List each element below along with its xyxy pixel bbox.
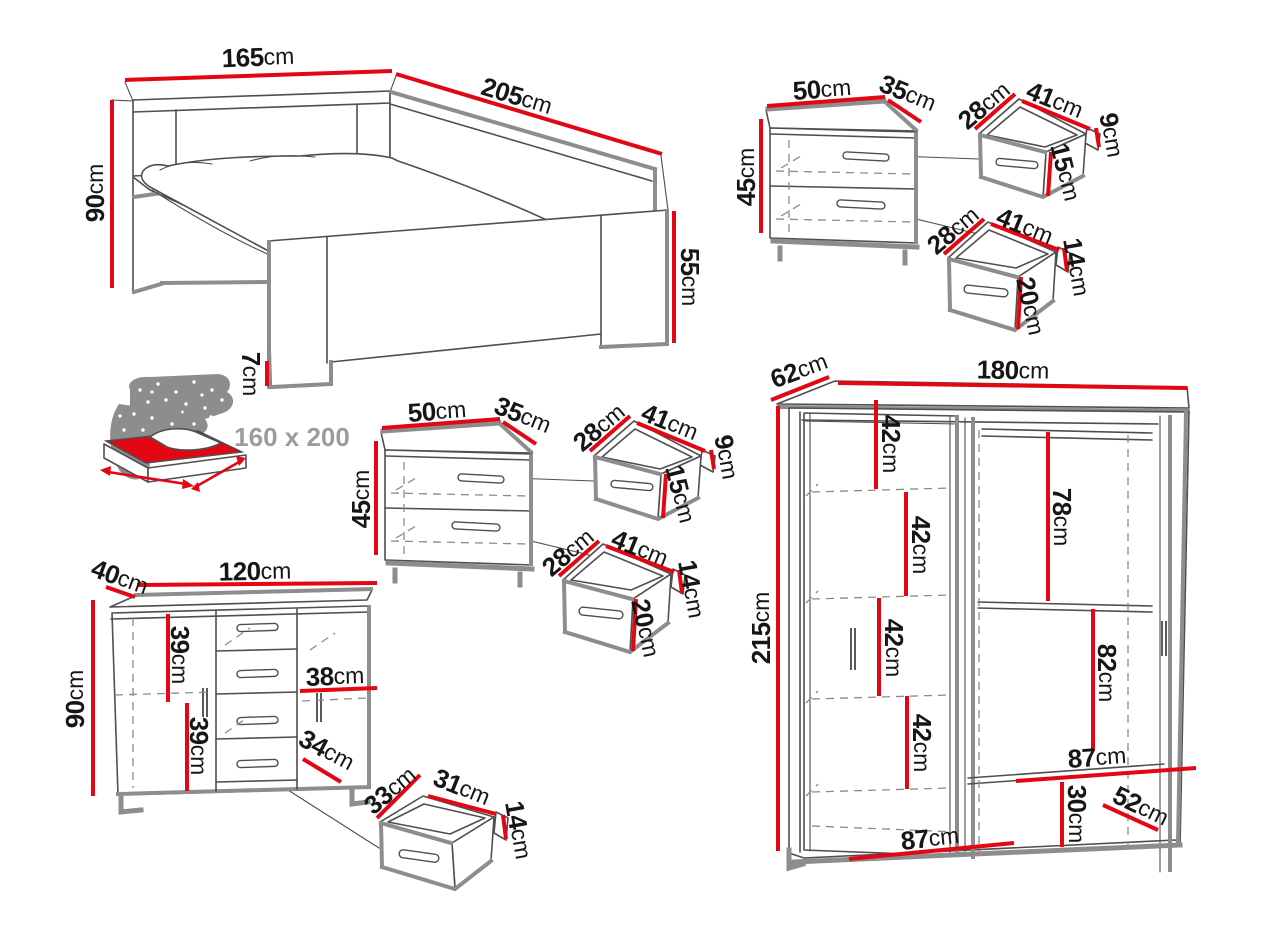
wardrobe-height-label: 215cm: [746, 592, 776, 665]
wardrobe-drawing: 62cm 180cm 215cm 42cm 42cm 42cm 42cm 78c…: [746, 348, 1197, 873]
bed-length-label: 205cm: [478, 71, 556, 121]
nightstand-b-width-label: 50cm: [407, 394, 468, 428]
mattress-size-label: 160 x 200: [234, 422, 350, 452]
nightstand-b-drawing: 50cm 35cm 45cm 28cm 41cm 9cm 15cm 28cm 4…: [346, 390, 745, 660]
wardrobe-shelf-3-label: 42cm: [879, 619, 909, 678]
nightstand-a-drawer-top-back-height-label: 9cm: [1093, 110, 1130, 159]
bed-drawing: 165cm 205cm 90cm 55cm 7cm: [80, 41, 705, 397]
bed-leg-height-label: 7cm: [236, 352, 266, 397]
icon-bed-blanket: [149, 427, 222, 451]
dresser-width-label: 120cm: [218, 555, 291, 586]
dresser-drawer-drawing: 33cm 31cm 14cm: [358, 761, 539, 892]
icon-size-arrows: [100, 456, 246, 492]
wardrobe-shelf-4-label: 42cm: [907, 714, 937, 773]
nightstand-a-height-label: 45cm: [731, 148, 761, 207]
nightstand-a-drawer-top-front-height-label: 15cm: [1044, 140, 1087, 204]
dresser-inner-top-label: 39cm: [165, 626, 195, 685]
bed-footboard-height-label: 55cm: [675, 248, 705, 307]
wardrobe-shelf-1-label: 42cm: [876, 415, 906, 474]
wardrobe-width-label: 180cm: [976, 354, 1049, 385]
dresser-height-label: 90cm: [60, 670, 90, 729]
nightstand-a-drawer-bottom-back-height-label: 14cm: [1057, 236, 1097, 299]
wardrobe-bottom-height-label: 30cm: [1062, 785, 1092, 844]
nightstand-a-drawer-bottom-front-height-label: 20cm: [1010, 274, 1052, 338]
bed-headboard-height-label: 90cm: [80, 164, 110, 223]
wardrobe-hanging-bottom-label: 82cm: [1092, 644, 1122, 703]
dresser-drawing: 40cm 120cm 90cm 39cm 39cm 38cm 34cm 33cm…: [60, 553, 539, 892]
nightstand-a-width-label: 50cm: [792, 72, 853, 106]
wardrobe-inner-width-top-label: 87cm: [1067, 740, 1128, 774]
dresser-inner-bottom-label: 39cm: [184, 717, 214, 776]
wardrobe-hanging-top-label: 78cm: [1047, 488, 1077, 547]
nightstand-b-drawer-top-back-height-label: 9cm: [708, 432, 745, 481]
bed-width-label: 165cm: [221, 41, 295, 74]
dresser-inner-right-label: 38cm: [305, 660, 365, 692]
night-curtain-icon: [123, 374, 234, 442]
nightstand-a-drawing: 50cm 35cm 45cm 28cm 41cm 9cm 15cm 28cm 4…: [731, 68, 1130, 338]
wardrobe-inner-width-bottom-label: 87cm: [899, 820, 960, 856]
nightstand-b-drawer-bottom-back-height-label: 14cm: [672, 558, 712, 621]
wardrobe-shelf-2-label: 42cm: [906, 516, 936, 575]
nightstand-b-height-label: 45cm: [346, 470, 376, 529]
mattress-size-icon: 160 x 200: [100, 374, 350, 492]
nightstand-b-drawer-bottom-front-height-label: 20cm: [625, 596, 667, 660]
dresser-drawer-height-label: 14cm: [499, 799, 539, 862]
